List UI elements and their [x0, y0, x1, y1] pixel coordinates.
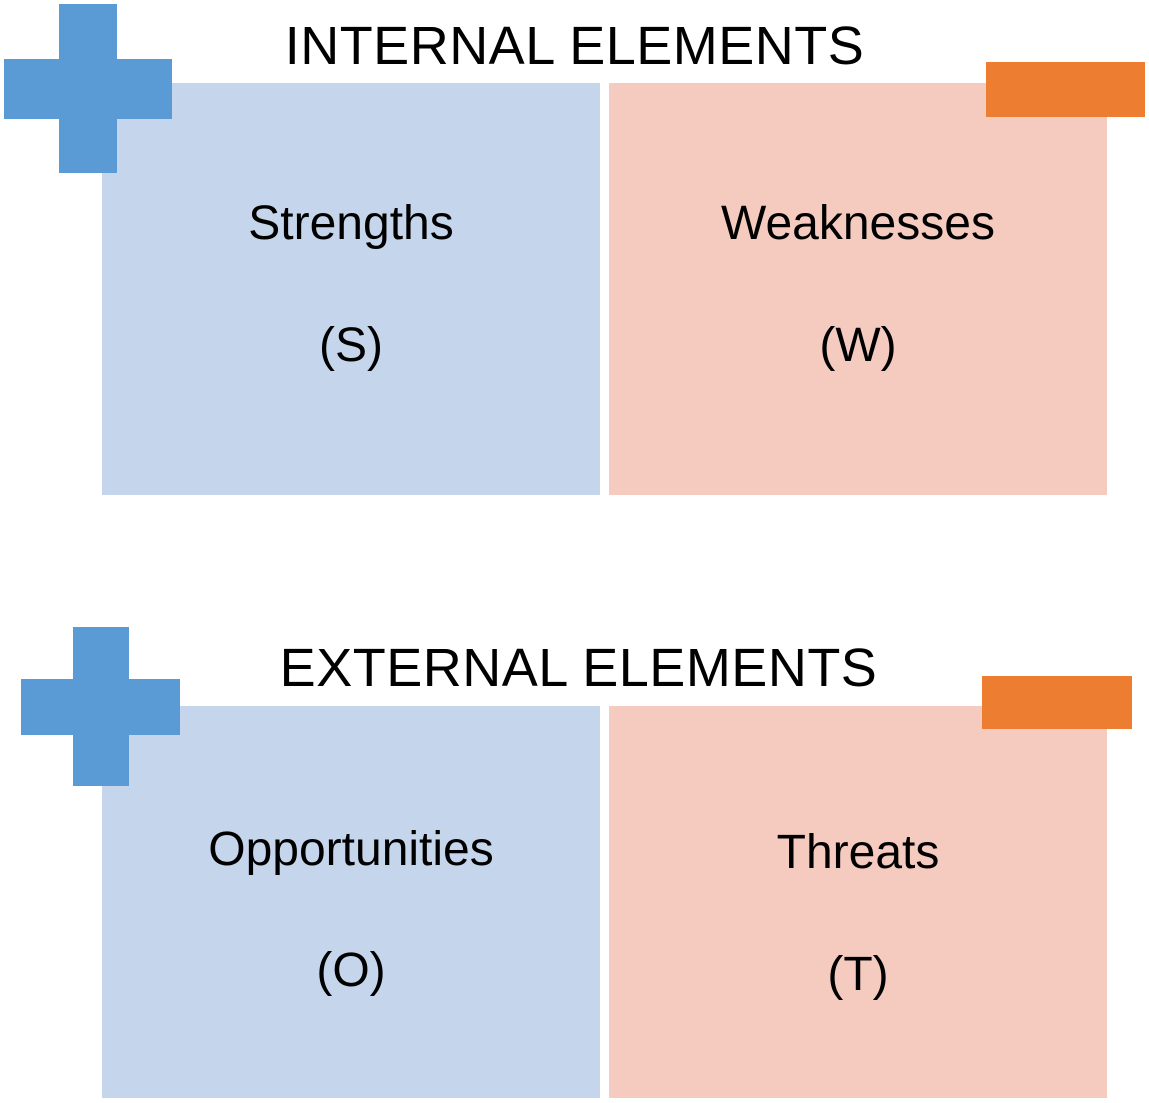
opportunities-label: Opportunities	[208, 823, 494, 876]
external-elements-title: EXTERNAL ELEMENTS	[279, 638, 878, 698]
weaknesses-letter: (W)	[819, 319, 897, 372]
strengths-label: Strengths	[248, 197, 454, 250]
threats-label: Threats	[776, 826, 940, 879]
minus-icon	[986, 62, 1145, 117]
internal-elements-title: INTERNAL ELEMENTS	[284, 16, 865, 76]
plus-icon	[4, 4, 172, 173]
opportunities-quadrant: Opportunities (O)	[102, 706, 600, 1098]
minus-icon	[982, 676, 1132, 729]
threats-quadrant: Threats (T)	[609, 706, 1107, 1098]
plus-icon	[21, 627, 180, 786]
opportunities-letter: (O)	[316, 944, 386, 997]
weaknesses-label: Weaknesses	[721, 197, 995, 250]
weaknesses-quadrant: Weaknesses (W)	[609, 83, 1107, 495]
strengths-letter: (S)	[319, 319, 383, 372]
strengths-quadrant: Strengths (S)	[102, 83, 600, 495]
threats-letter: (T)	[827, 948, 889, 1001]
